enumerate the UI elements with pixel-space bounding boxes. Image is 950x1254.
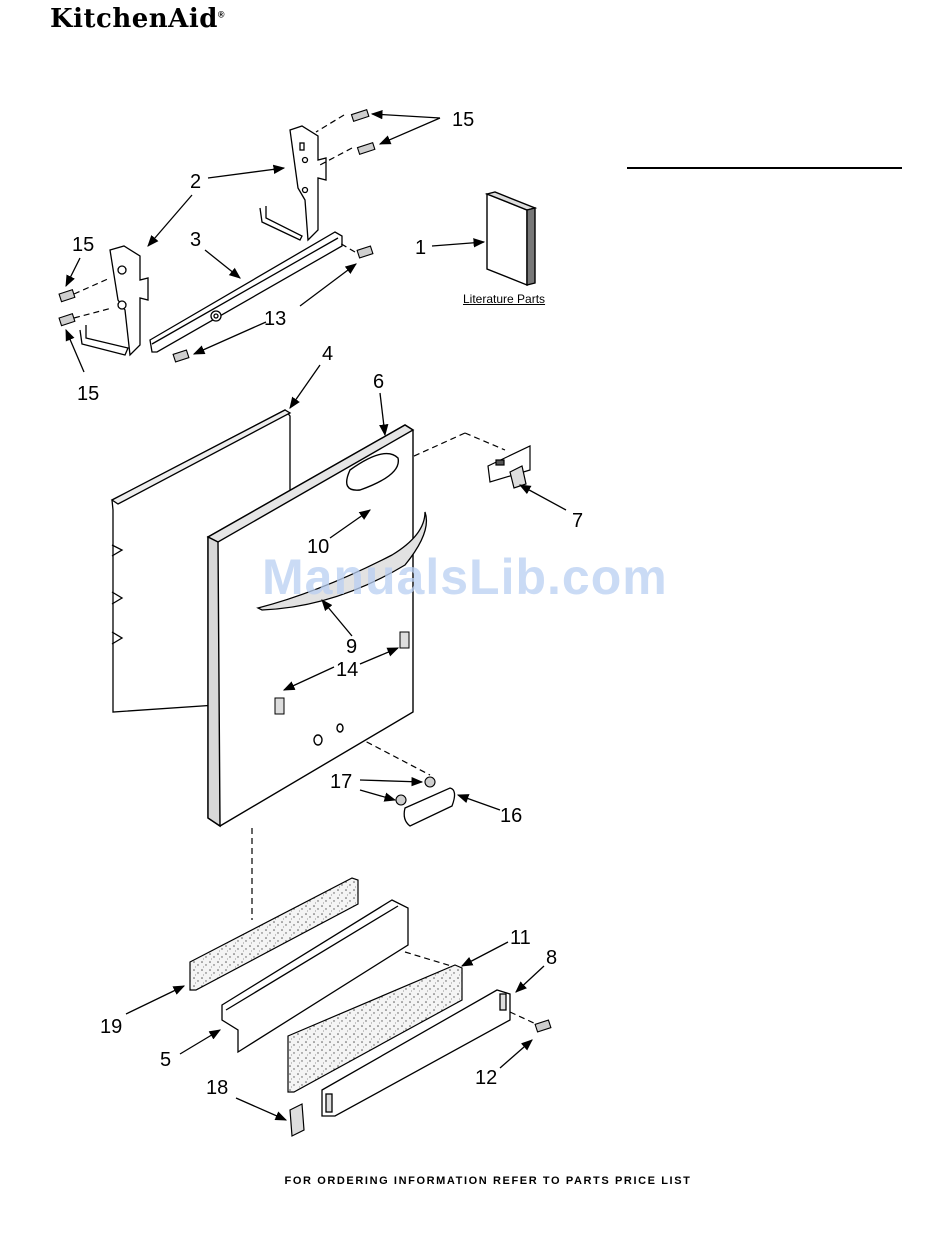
callout-11: 11 [510,928,531,948]
callout-15-bottom: 15 [77,384,99,404]
callout-9: 9 [346,637,357,657]
watermark: ManualsLib.com [262,548,668,606]
callout-5: 5 [160,1050,171,1070]
callout-17: 17 [330,772,352,792]
footer-note: FOR ORDERING INFORMATION REFER TO PARTS … [0,1175,950,1187]
literature-booklet [487,192,535,285]
clip [290,1104,304,1136]
badge-plate [404,788,454,826]
callout-3: 3 [190,230,201,250]
callout-12: 12 [475,1068,497,1088]
right-mounting-bracket [260,126,326,240]
callout-18: 18 [206,1078,228,1098]
callout-6: 6 [373,372,384,392]
control-switch [488,446,530,488]
callout-8: 8 [546,948,557,968]
callout-4: 4 [322,344,333,364]
callout-15-left: 15 [72,235,94,255]
callout-19: 19 [100,1017,122,1037]
callout-7: 7 [572,511,583,531]
callout-13: 13 [264,309,286,329]
callout-2: 2 [190,172,201,192]
callout-1: 1 [415,238,426,258]
callout-15-top: 15 [452,110,474,130]
left-mounting-bracket [80,246,148,355]
callout-14: 14 [336,660,358,680]
callout-16: 16 [500,806,522,826]
literature-parts-label: Literature Parts [463,292,545,306]
top-rail [150,232,342,352]
